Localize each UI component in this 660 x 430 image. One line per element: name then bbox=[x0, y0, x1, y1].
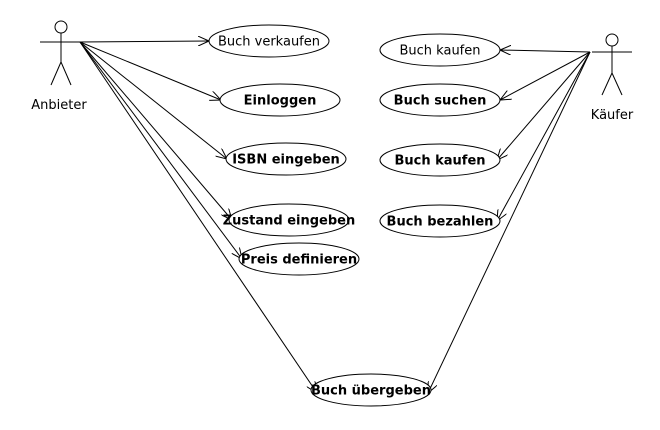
association-buyer-hand_over bbox=[428, 51, 591, 393]
association-seller-sell_book bbox=[79, 41, 209, 42]
association-buyer-buy_book_2 bbox=[497, 51, 591, 160]
use-case-enter-isbn-label: ISBN eingeben bbox=[232, 153, 340, 168]
use-case-buy-book-label: Buch kaufen bbox=[400, 44, 481, 59]
actor-buyer-label: Käufer bbox=[591, 108, 634, 123]
use-case-buy-book[interactable]: Buch kaufen bbox=[379, 33, 501, 67]
use-case-set-price[interactable]: Preis definieren bbox=[238, 242, 360, 276]
use-case-buy-book-2-label: Buch kaufen bbox=[394, 154, 485, 169]
stick-figure-icon bbox=[592, 33, 632, 96]
association-buyer-buy_book bbox=[500, 50, 591, 52]
use-case-sell-book-label: Buch verkaufen bbox=[218, 35, 320, 50]
association-seller-hand_over bbox=[79, 41, 317, 393]
use-case-enter-condition[interactable]: Zustand eingeben bbox=[223, 203, 356, 237]
association-seller-login bbox=[79, 41, 221, 100]
use-case-enter-condition-label: Zustand eingeben bbox=[223, 214, 356, 229]
actor-buyer[interactable]: Käufer bbox=[591, 33, 634, 123]
actor-seller[interactable]: Anbieter bbox=[31, 20, 87, 113]
stick-figure-icon bbox=[40, 20, 82, 86]
use-case-login-label: Einloggen bbox=[244, 94, 317, 109]
use-case-hand-over[interactable]: Buch übergeben bbox=[310, 373, 432, 407]
use-case-sell-book[interactable]: Buch verkaufen bbox=[208, 24, 330, 58]
use-case-buy-book-2[interactable]: Buch kaufen bbox=[379, 143, 501, 177]
use-case-login[interactable]: Einloggen bbox=[219, 83, 341, 117]
association-seller-set_price bbox=[79, 41, 242, 259]
association-seller-enter_isbn bbox=[79, 41, 227, 159]
association-buyer-search_book bbox=[500, 51, 591, 100]
use-case-search-book-label: Buch suchen bbox=[394, 94, 487, 109]
association-buyer-pay_book bbox=[497, 51, 591, 221]
associations-layer bbox=[79, 41, 591, 393]
use-case-hand-over-label: Buch übergeben bbox=[311, 384, 431, 399]
use-case-search-book[interactable]: Buch suchen bbox=[379, 83, 501, 117]
actor-seller-label: Anbieter bbox=[31, 98, 87, 113]
use-case-pay-book[interactable]: Buch bezahlen bbox=[379, 204, 501, 238]
use-case-enter-isbn[interactable]: ISBN eingeben bbox=[225, 142, 347, 176]
use-case-pay-book-label: Buch bezahlen bbox=[387, 215, 494, 230]
use-case-set-price-label: Preis definieren bbox=[241, 253, 357, 268]
association-seller-enter_condition bbox=[79, 41, 232, 220]
